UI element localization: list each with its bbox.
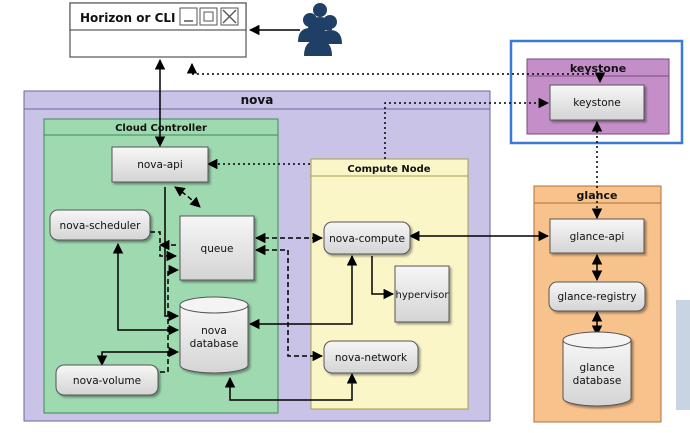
hypervisor-label: hypervisor — [395, 290, 449, 301]
nova-api-label: nova-api — [137, 159, 183, 171]
nova-title: nova — [241, 93, 274, 107]
keystone-service-box: keystone — [549, 84, 645, 121]
client-title: Horizon or CLI — [80, 11, 176, 25]
edge-fragment — [676, 300, 690, 410]
glance-registry-box: glance-registry — [548, 281, 646, 312]
queue-box: queue — [179, 215, 255, 281]
glance-database-label-line2: database — [573, 375, 622, 387]
glance-title: glance — [577, 189, 618, 202]
client-window: Horizon or CLI — [69, 2, 247, 58]
cloud-controller-title: Cloud Controller — [115, 123, 207, 134]
nova-volume-label: nova-volume — [73, 375, 141, 387]
nova-network-box: nova-network — [323, 340, 419, 374]
maximize-icon — [199, 7, 218, 26]
nova-scheduler-box: nova-scheduler — [49, 209, 151, 241]
compute-node-title: Compute Node — [347, 164, 430, 175]
nova-api-box: nova-api — [111, 146, 209, 183]
keystone-service-label: keystone — [573, 97, 621, 109]
nova-compute-label: nova-compute — [329, 233, 405, 245]
glance-api-box: glance-api — [549, 218, 645, 254]
queue-label: queue — [201, 243, 234, 255]
glance-database-cylinder: glance database — [562, 331, 632, 407]
nova-database-cylinder: nova database — [179, 296, 249, 374]
nova-network-label: nova-network — [335, 352, 408, 364]
minimize-icon — [179, 7, 198, 26]
nova-compute-box: nova-compute — [323, 221, 411, 255]
keystone-title: keystone — [570, 62, 626, 75]
users-icon — [298, 3, 342, 56]
close-icon — [220, 7, 239, 26]
nova-scheduler-label: nova-scheduler — [60, 220, 142, 232]
nova-database-label-line1: nova — [201, 325, 227, 337]
hypervisor-box: hypervisor — [394, 265, 450, 323]
glance-database-label-line1: glance — [580, 362, 615, 374]
glance-registry-label: glance-registry — [558, 291, 637, 303]
connectors — [96, 58, 606, 401]
nova-volume-box: nova-volume — [55, 364, 159, 396]
nova-database-label-line2: database — [190, 338, 239, 350]
glance-api-label: glance-api — [570, 231, 625, 243]
